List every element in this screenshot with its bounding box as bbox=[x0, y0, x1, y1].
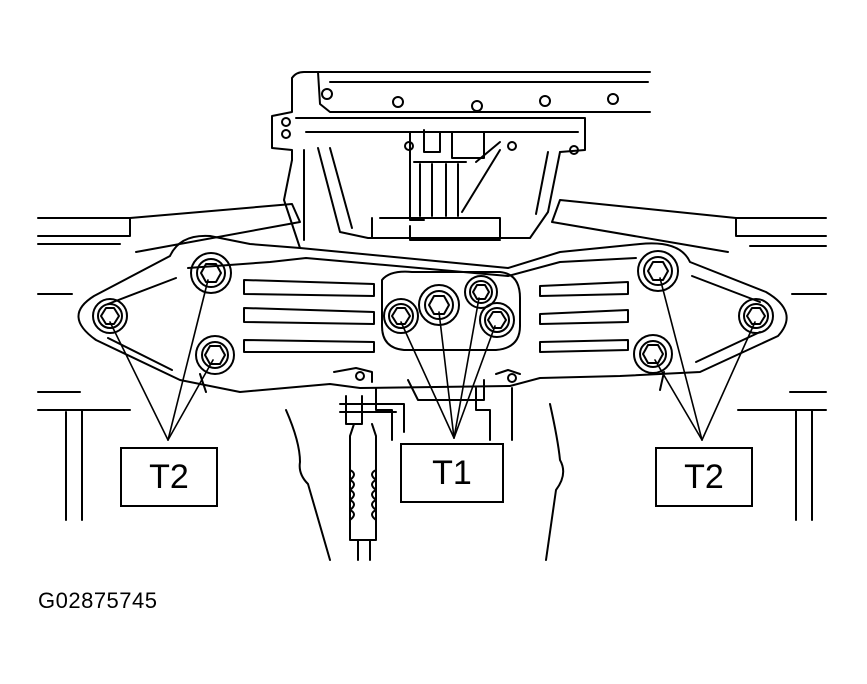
leader-lines-left bbox=[109, 279, 214, 441]
lower-assembly bbox=[285, 379, 565, 561]
transmission-housing bbox=[271, 71, 651, 249]
bolt-t2-left-3 bbox=[195, 335, 235, 375]
bolt-t2-right-3 bbox=[633, 334, 673, 374]
leader-lines-right bbox=[654, 277, 756, 441]
torque-label-center: T1 bbox=[400, 443, 504, 503]
bolt-t2-left-1 bbox=[190, 252, 232, 294]
bolt-t2-right-2 bbox=[738, 298, 774, 334]
bolt-t2-left-2 bbox=[92, 298, 128, 334]
torque-label-left: T2 bbox=[120, 447, 218, 507]
leader-lines-center bbox=[400, 297, 496, 439]
figure-id: G02875745 bbox=[38, 588, 158, 613]
bolt-t1-4 bbox=[479, 302, 515, 338]
bolt-t1-3 bbox=[464, 275, 498, 309]
crossmember-bracket bbox=[77, 234, 788, 393]
torque-label-right: T2 bbox=[655, 447, 753, 507]
bolt-t1-2 bbox=[418, 284, 460, 326]
bolt-t1-1 bbox=[383, 298, 419, 334]
bolt-t2-right-1 bbox=[637, 250, 679, 292]
